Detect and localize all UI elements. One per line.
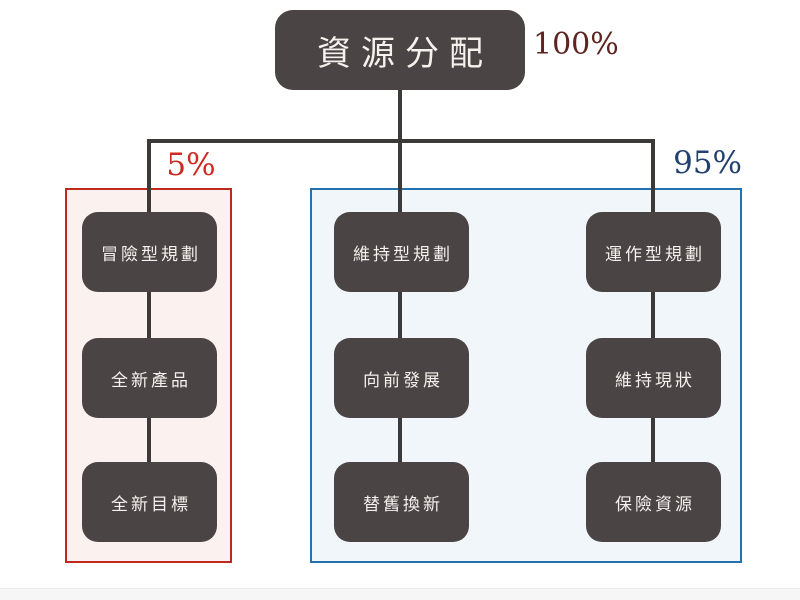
connector-left-vertical <box>147 139 151 502</box>
connector-center-vertical <box>398 90 402 502</box>
connector-right-vertical <box>651 139 655 502</box>
node-replace-old: 替舊換新 <box>334 462 469 542</box>
node-new-goal: 全新目標 <box>82 462 217 542</box>
right-group-percent-label: 95% <box>673 145 742 181</box>
node-maintain-planning: 維持型規劃 <box>334 212 469 292</box>
node-adventure-planning: 冒險型規劃 <box>82 212 217 292</box>
left-group-percent-label: 5% <box>166 147 216 183</box>
root-node: 資源分配 <box>275 10 525 90</box>
node-operation-planning: 運作型規劃 <box>586 212 721 292</box>
connector-horizontal <box>147 139 655 143</box>
node-develop-forward: 向前發展 <box>334 338 469 418</box>
root-percent-label: 100% <box>533 27 619 62</box>
node-insurance-resource: 保險資源 <box>586 462 721 542</box>
slide-bottom-edge <box>0 588 800 600</box>
node-maintain-status: 維持現狀 <box>586 338 721 418</box>
node-new-product: 全新產品 <box>82 338 217 418</box>
